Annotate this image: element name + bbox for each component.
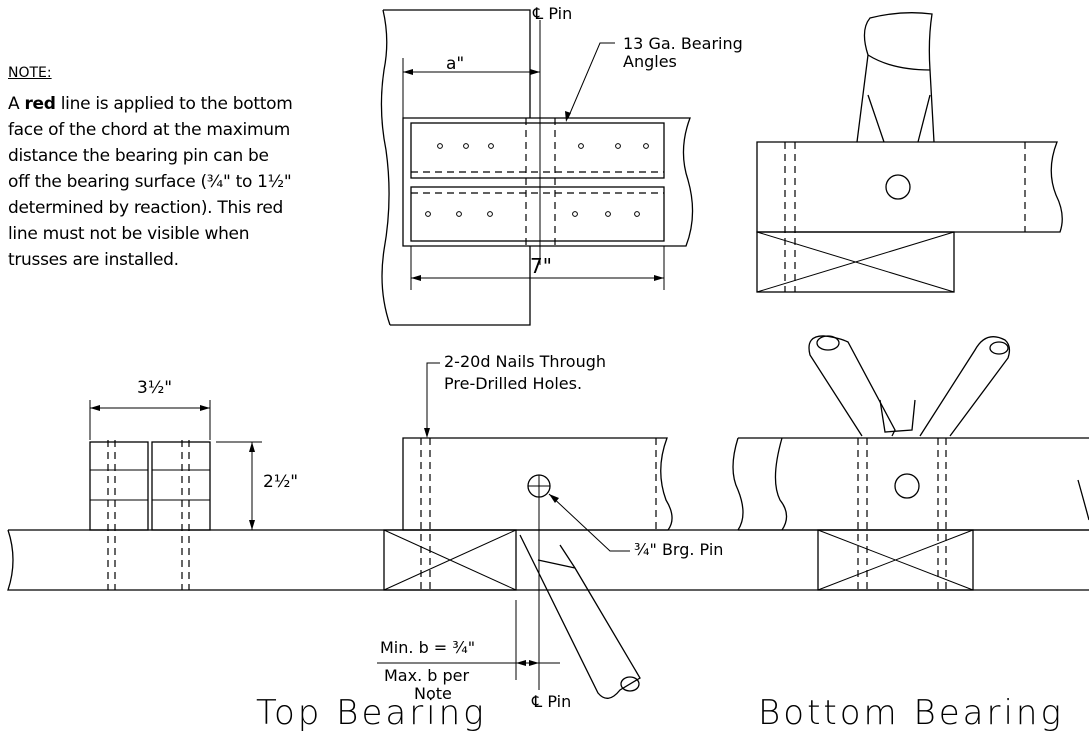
dim-2-5-label: 2½"	[263, 472, 299, 492]
note-line-1: A red line is applied to the bottom	[8, 94, 293, 114]
note-line-3: distance the bearing pin can be	[8, 146, 269, 166]
nails-label-2: Pre-Drilled Holes.	[444, 374, 583, 393]
chord-cross-section	[7, 400, 1089, 591]
nails-label-1: 2-20d Nails Through	[444, 352, 607, 371]
note-line-6: line must not be visible when	[8, 224, 250, 244]
nail-holes-row-2	[425, 211, 640, 217]
bottom-bearing-elevation-upper	[756, 12, 1063, 293]
max-b-label-1: Max. b per	[384, 666, 470, 685]
note-red-word: red	[24, 94, 56, 114]
top-plan-view	[380, 9, 694, 326]
note-line-1-rest: line is applied to the bottom	[60, 94, 293, 114]
note-line-4: off the bearing surface (¾" to 1½"	[8, 172, 292, 192]
note-line-1-prefix: A	[8, 94, 20, 114]
title-bottom-bearing: Bottom Bearing	[758, 693, 1064, 733]
dim-3-5-label: 3½"	[137, 378, 173, 398]
title-top-bearing: Top Bearing	[256, 693, 487, 733]
min-b-label: Min. b = ¾"	[380, 638, 476, 657]
pin-centerline-label-bottom: ℄ Pin	[532, 692, 572, 711]
note-line-7: trusses are installed.	[8, 250, 179, 270]
max-b-label-2: Note	[414, 684, 452, 703]
dim-a-label: a"	[446, 54, 465, 74]
pin-centerline-label-top: ℄ Pin	[533, 4, 573, 23]
nail-holes-row-1	[437, 143, 649, 149]
bearing-angles-label-2: Angles	[623, 52, 677, 71]
note-line-2: face of the chord at the maximum	[8, 120, 290, 140]
bottom-bearing-elevation-lower	[732, 335, 1089, 591]
note-heading: NOTE:	[8, 65, 52, 81]
bearing-pin-label: ¾" Brg. Pin	[634, 540, 724, 559]
dim-7-label: 7"	[530, 254, 552, 278]
note-line-5: determined by reaction). This red	[8, 198, 283, 218]
bearing-angles-label-1: 13 Ga. Bearing	[623, 34, 743, 53]
top-bearing-elevation	[377, 362, 673, 699]
